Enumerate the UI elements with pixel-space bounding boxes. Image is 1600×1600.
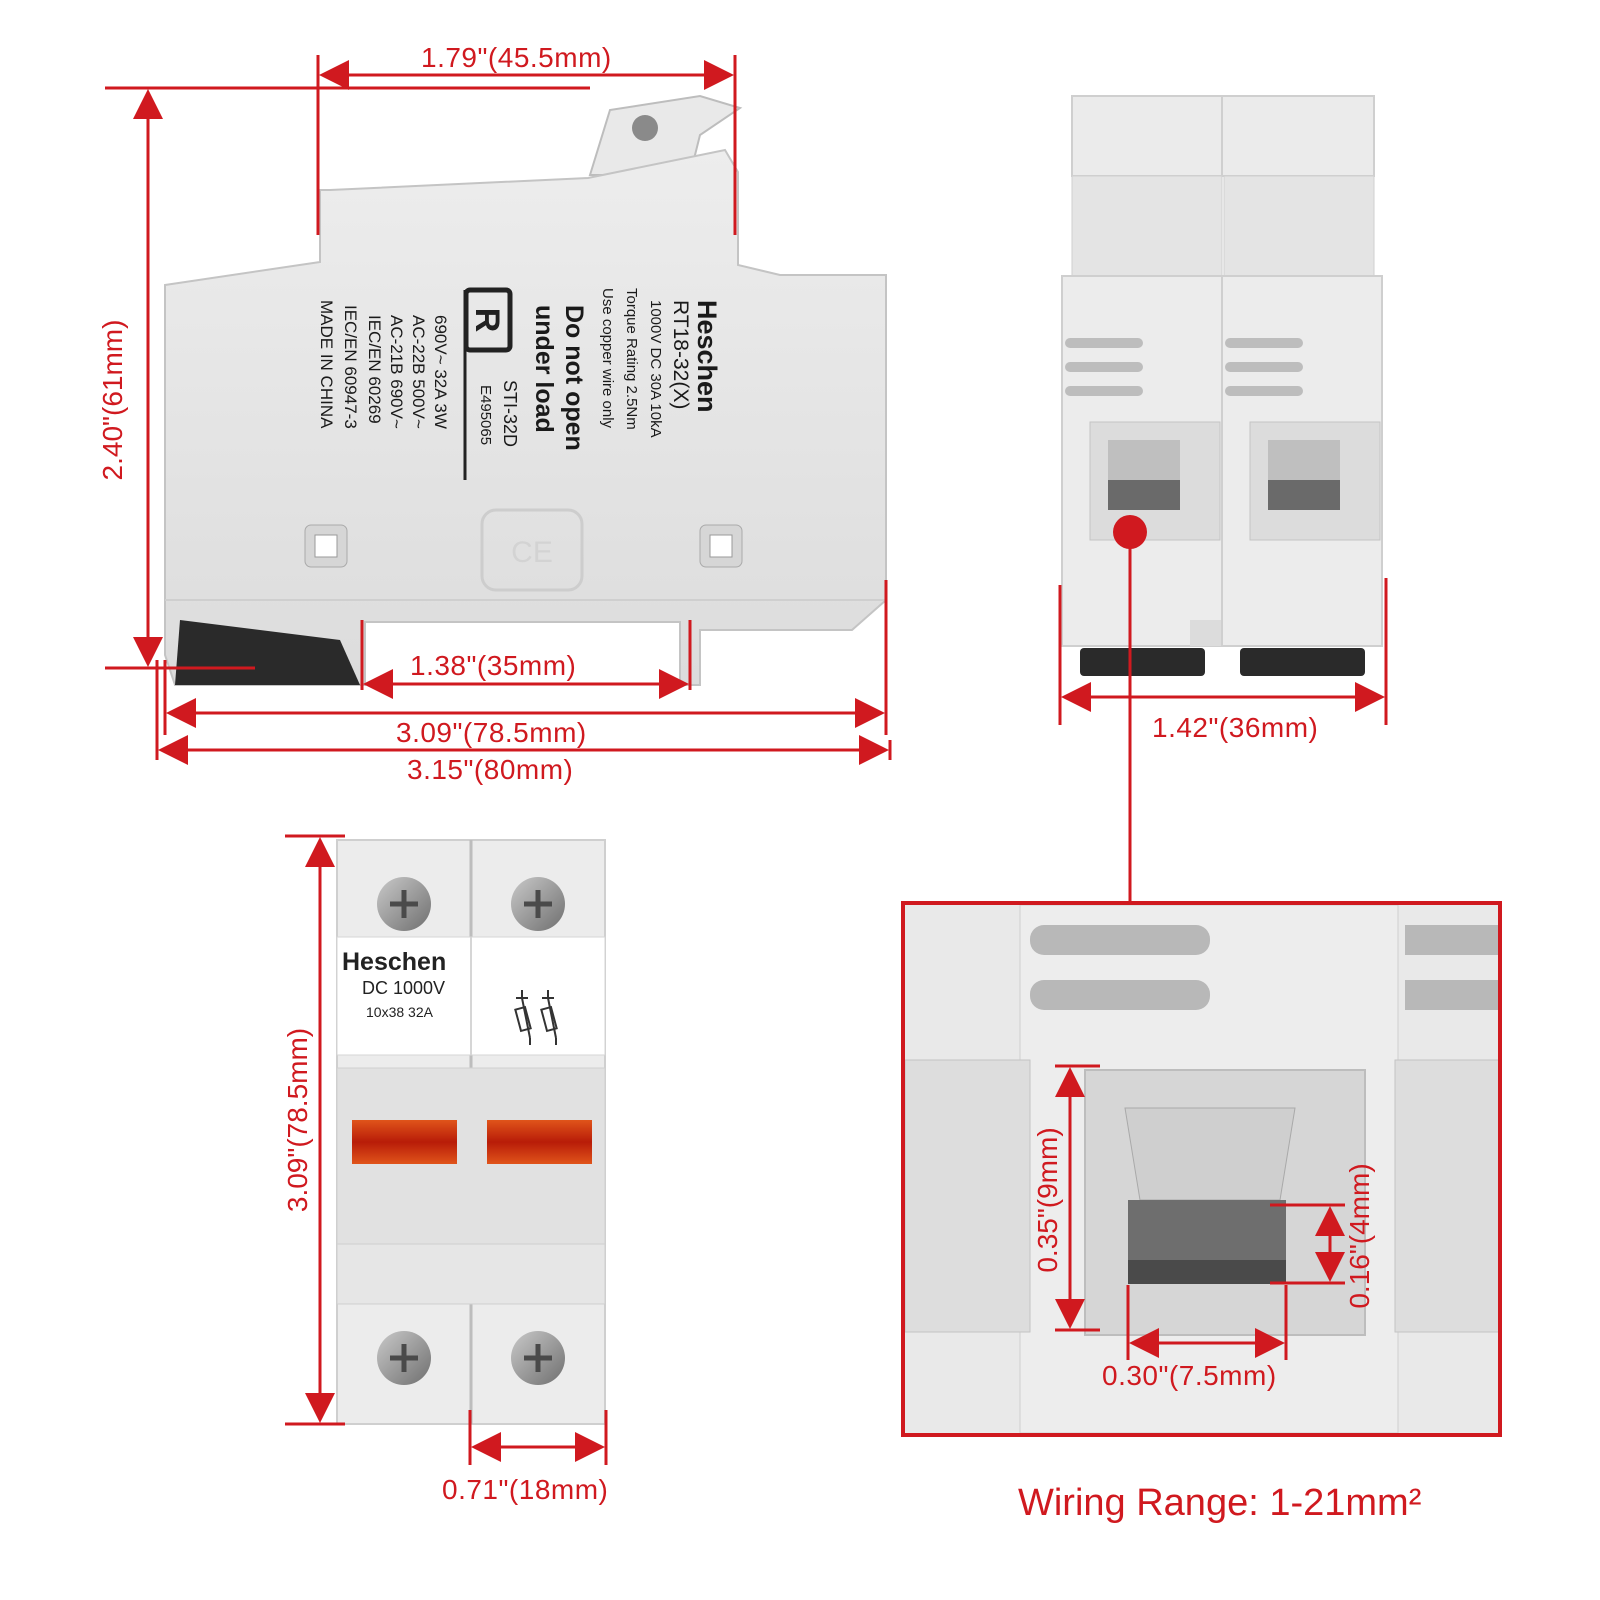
dim-front-height <box>285 834 345 1426</box>
dim-length-outer <box>155 660 892 765</box>
dim-label-rail: 1.38"(35mm) <box>410 650 577 681</box>
ce-emboss <box>480 508 584 592</box>
screw-icon <box>511 877 565 931</box>
dim-top-width <box>316 55 737 235</box>
side-spec-1: 690V~ 32A 3W <box>431 315 450 429</box>
front-view <box>285 834 608 1465</box>
side-warning-1: Do not open <box>560 305 588 451</box>
fuse-disconnector-symbol-icon <box>514 990 558 1045</box>
dim-rail <box>360 620 692 699</box>
dim-height <box>105 86 590 670</box>
end-view-pole-2 <box>1221 275 1383 676</box>
front-brand: Heschen <box>342 948 447 976</box>
dim-label-top-width: 1.79"(45.5mm) <box>421 42 612 73</box>
side-model: RT18-32(X) <box>669 300 692 410</box>
dim-end-width <box>1058 578 1388 725</box>
dim-label-front-height: 3.09"(78.5mm) <box>282 1027 313 1213</box>
side-spec-2: AC-22B 500V~ <box>409 315 428 429</box>
dim-terminal-height <box>1055 1064 1100 1332</box>
side-torque: Torque Rating 2.5Nm <box>623 288 640 430</box>
front-voltage: DC 1000V <box>362 978 446 998</box>
side-cert-code: STI-32D <box>500 380 520 448</box>
zoom-detail <box>901 901 1502 1437</box>
dim-label-end-width: 1.42"(36mm) <box>1152 712 1319 743</box>
screw-icon <box>511 1331 565 1385</box>
side-warning-2: under load <box>530 305 558 433</box>
dim-terminal-gap <box>1270 1203 1345 1285</box>
dim-label-pole-width: 0.71"(18mm) <box>442 1474 609 1505</box>
side-body <box>164 148 887 686</box>
side-brand: Heschen <box>692 300 722 413</box>
side-copper: Use copper wire only <box>599 288 616 429</box>
zoom-frame <box>901 901 1502 1437</box>
side-view: CE R <box>105 55 892 765</box>
dim-label-height: 2.40"(61mm) <box>97 319 128 481</box>
svg-text:R: R <box>468 308 506 333</box>
dim-label-length-inner: 3.09"(78.5mm) <box>396 717 587 748</box>
wiring-range: Wiring Range: 1-21mm² <box>1018 1482 1422 1524</box>
end-view-pole-1 <box>1061 275 1223 676</box>
end-view <box>1058 95 1388 905</box>
front-size-rating: 10x38 32A <box>366 1004 433 1020</box>
side-std-2: IEC/EN 60947-3 <box>341 305 360 429</box>
screw-icon <box>377 877 431 931</box>
dim-label-length-outer: 3.15"(80mm) <box>407 754 574 785</box>
side-rating: 1000V DC 30A 10kA <box>647 300 664 438</box>
side-spec-3: AC-21B 690V~ <box>387 315 406 429</box>
dim-pole-width <box>468 1410 608 1465</box>
latch-hole <box>632 115 658 141</box>
side-file-no: E495065 <box>477 385 494 446</box>
dim-label-terminal-height: 0.35"(9mm) <box>1032 1127 1063 1273</box>
dim-label-terminal-width: 0.30"(7.5mm) <box>1102 1360 1277 1391</box>
dim-terminal-width <box>1126 1285 1288 1360</box>
fuse-window-1 <box>352 1120 457 1164</box>
screw-icon <box>377 1331 431 1385</box>
dim-length-inner <box>163 580 888 735</box>
side-origin: MADE IN CHINA <box>317 300 336 429</box>
din-clip-1 <box>1080 648 1205 676</box>
fuse-window-2 <box>487 1120 592 1164</box>
dim-label-terminal-gap: 0.16"(4mm) <box>1344 1163 1375 1309</box>
ce-mark: CE <box>511 536 553 569</box>
callout-dot <box>1113 515 1147 549</box>
din-clip-2 <box>1240 648 1365 676</box>
side-std-1: IEC/EN 60269 <box>365 315 384 424</box>
